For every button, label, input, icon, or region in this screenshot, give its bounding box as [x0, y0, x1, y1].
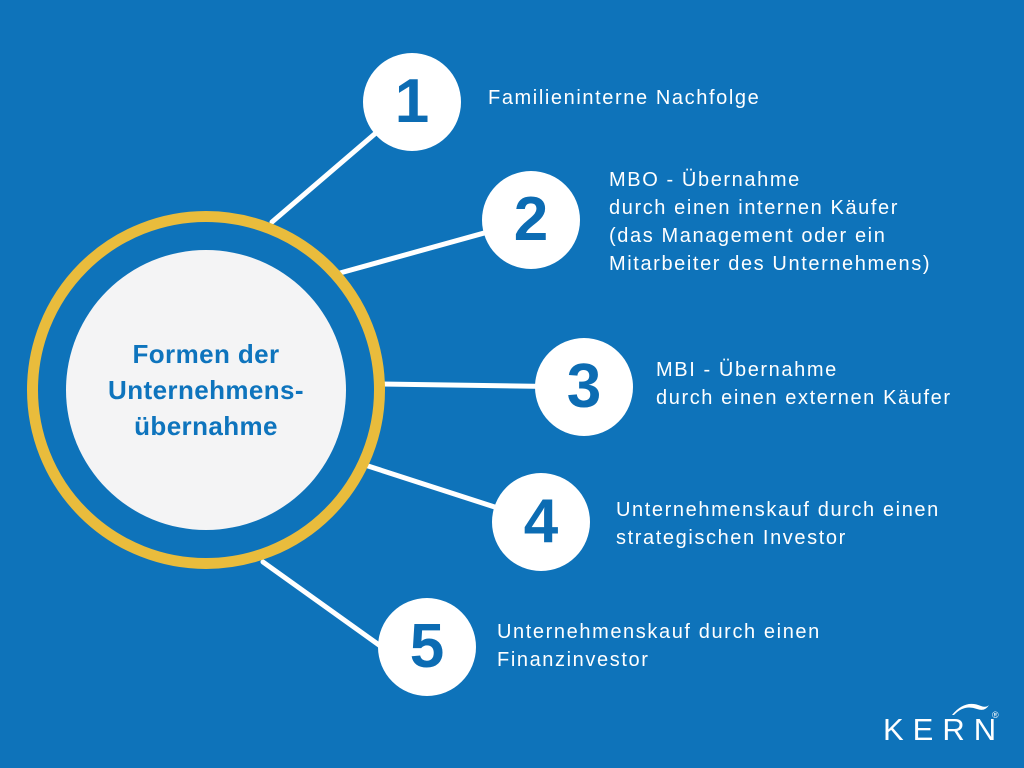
- connector-line-5: [260, 559, 403, 663]
- item-circle-3: 3: [535, 338, 633, 436]
- item-number-4: 4: [523, 487, 559, 556]
- center-ring: [27, 211, 385, 569]
- item-number-2: 2: [513, 185, 549, 254]
- item-label-2: MBO - Übernahme durch einen internen Käu…: [609, 169, 932, 275]
- logo-text: KERN: [883, 712, 1006, 747]
- item-label-5: Unternehmenskauf durch einen Finanzinves…: [497, 621, 821, 671]
- center-circle: Formen der Unternehmens- übernahme: [66, 250, 346, 530]
- item-label-3: MBI - Übernahme durch einen externen Käu…: [656, 359, 952, 409]
- item-circle-2: 2: [482, 171, 580, 269]
- logo-swoosh-icon: [952, 703, 989, 715]
- item-number-5: 5: [409, 612, 445, 681]
- item-label-4: Unternehmenskauf durch einen strategisch…: [616, 499, 940, 549]
- registered-mark: ®: [992, 710, 999, 720]
- page-title: Formen der Unternehmens- übernahme: [108, 339, 304, 441]
- item-number-1: 1: [394, 67, 430, 136]
- item-label-1: Familieninterne Nachfolge: [488, 87, 761, 109]
- item-number-3: 3: [566, 352, 602, 421]
- item-circle-5: 5: [378, 598, 476, 696]
- item-circle-1: 1: [363, 53, 461, 151]
- item-circle-4: 4: [492, 473, 590, 571]
- kern-logo: KERN ®: [883, 698, 1013, 754]
